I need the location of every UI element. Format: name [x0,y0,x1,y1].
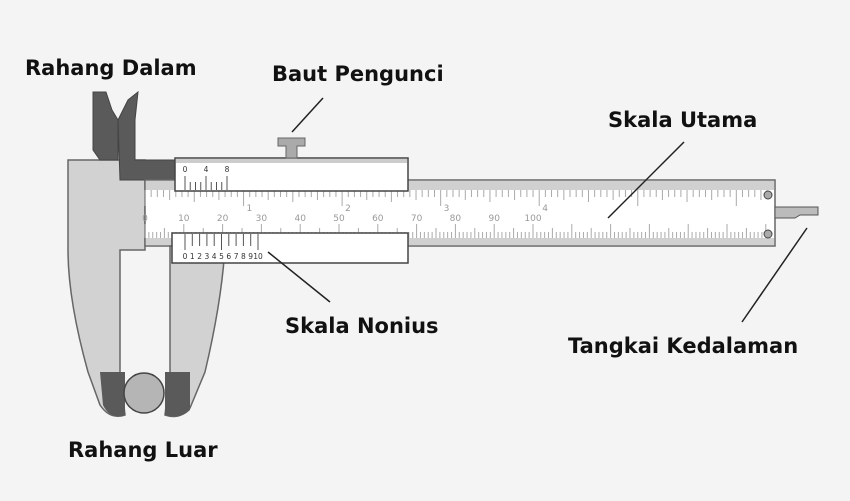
vernier-mm-label: 7 [234,252,239,261]
leader-lines [267,97,808,323]
vernier-mm-label: 8 [241,252,246,261]
label-outer-jaws: Rahang Luar [68,438,218,462]
mm-label: 40 [294,214,306,224]
inch-label: 3 [444,204,450,214]
vernier-mm-label: 3 [205,252,210,261]
label-vernier-scale: Skala Nonius [285,314,439,338]
mm-label: 30 [256,214,268,224]
label-lock-screw: Baut Pengunci [272,62,444,86]
vernier-top-plate [174,157,409,192]
vernier-mm-label: 9 [248,252,253,261]
lock-screw-icon [277,137,306,159]
inch-label: 4 [542,204,548,214]
vernier-mm-label: 6 [226,252,231,261]
label-inner-jaws: Rahang Dalam [25,56,197,80]
vernier-scale-ticks [184,176,259,250]
inch-label: 1 [247,204,253,214]
mm-label: 70 [411,214,423,224]
sliding-jaw-pad [165,372,190,417]
mm-label: 100 [524,214,541,224]
vernier-mm-label: 4 [212,252,217,261]
vernier-inch-label: 8 [225,165,230,174]
vernier-mm-label: 0 [183,252,188,261]
vernier-inch-label: 4 [204,165,209,174]
mm-label: 90 [488,214,500,224]
mm-label: 50 [333,214,345,224]
vernier-bottom-plate [171,232,409,264]
sliding-inner-jaw [117,90,176,181]
main-scale-numbers: 0 10 20 30 40 50 60 70 80 90 100 1 2 3 4 [142,204,548,224]
mm-label: 60 [372,214,384,224]
vernier-mm-label: 2 [197,252,202,261]
mm-label: 20 [217,214,229,224]
mm-label: 80 [450,214,462,224]
mm-label: 10 [178,214,190,224]
vernier-mm-label: 5 [219,252,224,261]
fixed-inner-jaw [92,91,119,161]
inch-label: 2 [345,204,351,214]
vernier-mm-label: 1 [190,252,195,261]
mm-label: 0 [142,214,148,224]
end-screw-icon [763,229,773,239]
label-depth-rod: Tangkai Kedalaman [568,334,799,358]
depth-rod [774,206,819,219]
fixed-jaw-pad [100,372,125,417]
label-main-scale: Skala Utama [608,108,758,132]
vernier-inch-label: 0 [183,165,188,174]
end-screw-icon [763,190,773,200]
vernier-mm-label: 10 [253,252,263,261]
measured-object [123,372,165,414]
